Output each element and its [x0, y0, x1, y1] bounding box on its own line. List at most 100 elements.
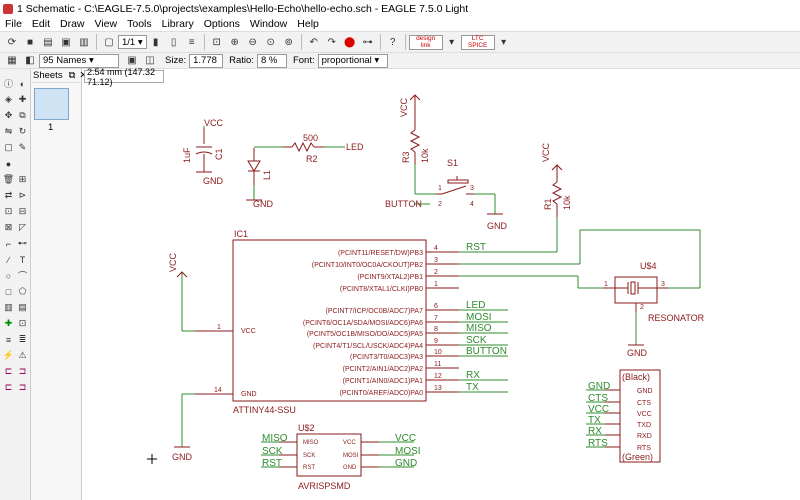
ulp-icon[interactable]: ▮ — [152, 36, 159, 48]
stop-icon[interactable]: ⬤ — [344, 36, 356, 48]
menu-file[interactable]: File — [5, 18, 22, 30]
value-icon[interactable]: ⊟ — [18, 206, 27, 216]
ltc-spice-button[interactable]: LTC SPICE — [460, 34, 495, 50]
junction-icon[interactable]: ✚ — [4, 318, 13, 328]
design-link-button[interactable]: design link — [408, 34, 443, 50]
go-icon[interactable]: ⊶ — [362, 36, 373, 48]
show-icon[interactable]: ◐ — [19, 78, 26, 89]
sheet-select[interactable]: 1/1 ▾ — [118, 35, 147, 49]
name-icon[interactable]: ⊡ — [4, 206, 13, 216]
ic1-net-label: SCK — [466, 335, 487, 346]
group-icon[interactable]: ▢ — [4, 142, 13, 152]
align-icon[interactable]: ◫ — [145, 55, 155, 66]
sheet-thumbnail[interactable] — [34, 88, 69, 120]
board-icon[interactable]: ▥ — [79, 36, 89, 48]
gateswap-icon[interactable]: ⊐ — [18, 366, 27, 376]
erc-icon[interactable]: ⚡ — [2, 350, 15, 360]
errors-icon[interactable]: ⚠ — [18, 350, 27, 360]
ic1-pin-num: 14 — [214, 387, 222, 394]
rotate-icon[interactable]: ↻ — [18, 126, 27, 136]
split-icon[interactable]: ⌐ — [5, 238, 12, 249]
menu-draw[interactable]: Draw — [60, 18, 85, 30]
menu-edit[interactable]: Edit — [31, 18, 51, 30]
size-input[interactable]: 1.778 — [189, 53, 224, 68]
info-icon[interactable]: ⓘ — [3, 79, 13, 89]
smash-icon[interactable]: ⊠ — [4, 222, 13, 232]
chevron-down-icon[interactable]: ▾ — [449, 36, 455, 48]
copy-icon[interactable]: ⧉ — [19, 110, 26, 120]
dimension-icon[interactable]: ≣ — [18, 334, 27, 344]
run-icon[interactable]: ≡ — [188, 36, 195, 48]
invoke-icon[interactable]: ⊷ — [18, 238, 27, 248]
zoom-select-icon[interactable]: ⊚ — [284, 36, 293, 48]
circle-icon[interactable]: ○ — [5, 270, 12, 281]
menu-library[interactable]: Library — [161, 18, 194, 30]
menu-window[interactable]: Window — [249, 18, 288, 30]
miter-icon[interactable]: ◸ — [19, 222, 26, 232]
redo-icon[interactable]: ↷ — [327, 36, 336, 48]
menu-options[interactable]: Options — [203, 18, 240, 30]
paste-icon[interactable]: ● — [5, 158, 12, 169]
open-icon[interactable]: ⟳ — [7, 36, 17, 48]
ratio-input[interactable]: 8 % — [256, 53, 287, 68]
r2-net: LED — [346, 142, 364, 152]
print-icon[interactable]: ▤ — [43, 36, 53, 48]
text-tool-icon[interactable]: T — [19, 254, 26, 265]
layer-select[interactable]: 95 Names ▾ — [39, 53, 119, 68]
gate-icon[interactable]: ⊳ — [18, 190, 27, 200]
bus-icon[interactable]: ▥ — [4, 302, 13, 312]
text-icon[interactable]: ▣ — [127, 55, 137, 66]
mirror-icon[interactable]: ⇋ — [4, 126, 13, 136]
u2-net-label: VCC — [395, 433, 416, 444]
undo-icon[interactable]: ↶ — [309, 36, 318, 48]
zoom-fit-icon[interactable]: ⊡ — [212, 36, 221, 48]
l1-name: L1 — [262, 170, 272, 180]
s1-name: S1 — [447, 158, 458, 168]
move-icon[interactable]: ✥ — [4, 110, 13, 120]
change-icon[interactable]: ✎ — [18, 142, 27, 152]
sheet-number: 1 — [48, 122, 54, 133]
more-icon[interactable]: ⊐ — [18, 382, 27, 392]
schematic-canvas[interactable]: VCC 1uF C1 GND 500 R2 LED L1 GND VCC R3 … — [82, 84, 800, 500]
rect-icon[interactable]: □ — [5, 286, 12, 297]
run-ulp-icon[interactable]: ⊏ — [4, 382, 13, 392]
save-icon[interactable]: ■ — [26, 36, 34, 48]
zoom-out-icon[interactable]: ⊖ — [248, 36, 257, 48]
grid-icon[interactable]: ▦ — [7, 55, 17, 66]
chevron-down-icon[interactable]: ▾ — [501, 36, 507, 48]
menu-view[interactable]: View — [94, 18, 118, 30]
float-icon[interactable]: ⧉ — [68, 70, 76, 81]
help-icon[interactable]: ? — [389, 36, 396, 48]
net-icon[interactable]: ▤ — [18, 302, 27, 312]
r3-value: 10k — [420, 148, 430, 163]
attribute-icon[interactable]: ≡ — [5, 334, 12, 345]
menu-tools[interactable]: Tools — [127, 18, 152, 30]
add-icon[interactable]: ⊞ — [18, 174, 27, 184]
display-icon[interactable]: ◈ — [5, 94, 12, 104]
delete-icon[interactable]: 🗑 — [2, 174, 15, 184]
cam-icon[interactable]: ▣ — [61, 36, 71, 48]
arc-icon[interactable]: ⌒ — [17, 271, 27, 281]
wire-icon[interactable]: ∕ — [7, 254, 10, 265]
c1-gnd: GND — [203, 176, 224, 186]
sheet-icon[interactable]: ▢ — [104, 36, 114, 48]
replace-icon[interactable]: ⇄ — [4, 190, 13, 200]
ic1-net-label: RST — [466, 242, 486, 253]
pinswap-icon[interactable]: ⊏ — [4, 366, 13, 376]
ftdi-pin-label: VCC — [637, 411, 652, 418]
r1-supply: VCC — [541, 142, 551, 162]
polygon-icon[interactable]: ⬠ — [18, 286, 27, 296]
menu-help[interactable]: Help — [297, 18, 319, 30]
zoom-in-icon[interactable]: ⊕ — [230, 36, 239, 48]
layer-icon[interactable]: ◧ — [25, 55, 35, 66]
ic1-net-label: TX — [466, 382, 479, 393]
ic1-pin-label: (PCINT6/OC1A/SDA/MOSI/ADC6)PA6 — [303, 320, 423, 327]
redraw-icon[interactable]: ⊙ — [266, 36, 275, 48]
script-icon[interactable]: ▯ — [170, 36, 177, 48]
label-icon[interactable]: ⊡ — [18, 318, 27, 328]
ftdi-pin-label: CTS — [637, 400, 651, 407]
separator — [96, 34, 97, 50]
font-select[interactable]: proportional ▾ — [317, 53, 388, 68]
close-icon[interactable]: ✕ — [79, 70, 87, 81]
mark-icon[interactable]: ✚ — [18, 94, 27, 104]
